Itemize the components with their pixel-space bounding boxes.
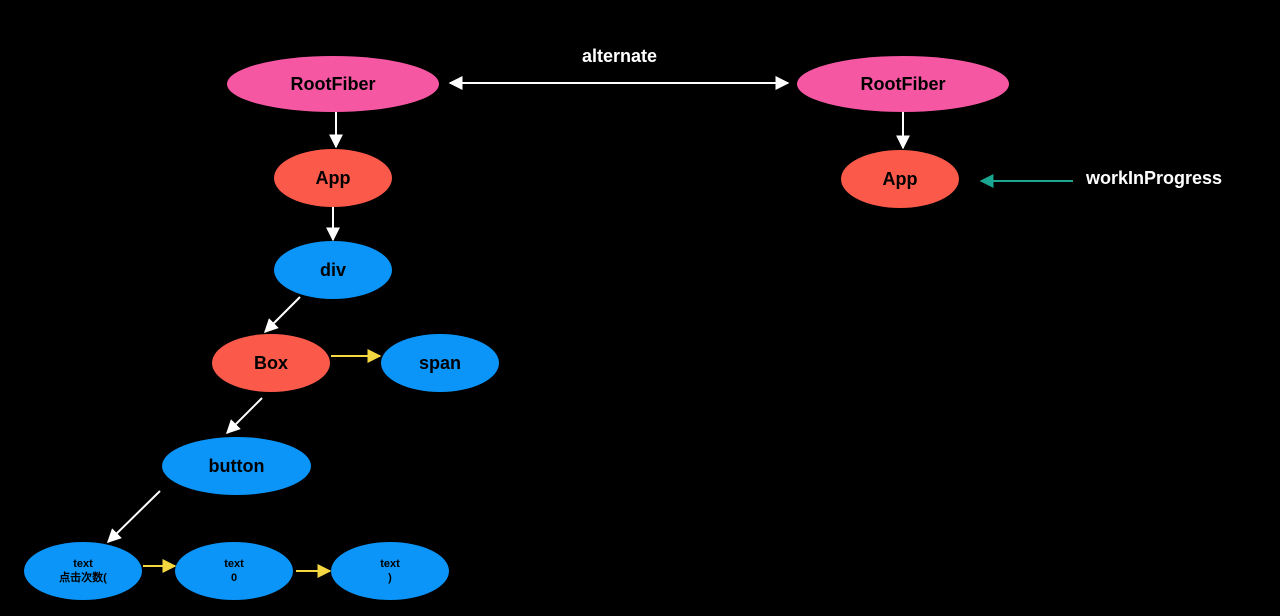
node-value: 0 bbox=[230, 572, 238, 584]
node-label: RootFiber bbox=[860, 74, 946, 94]
node-label: Box bbox=[253, 353, 288, 373]
edge-button-text bbox=[107, 490, 161, 543]
app-node: App bbox=[274, 149, 392, 207]
div-node: div bbox=[274, 241, 392, 299]
node-value: ) bbox=[388, 572, 392, 584]
box-node: Box bbox=[212, 334, 330, 392]
text-node-click-count: text 点击次数( bbox=[24, 542, 142, 600]
node-label: text bbox=[73, 558, 93, 570]
edge-box-button bbox=[226, 397, 263, 434]
app-node-alternate: App bbox=[841, 150, 959, 208]
text-node-paren: text ) bbox=[331, 542, 449, 600]
span-node: span bbox=[381, 334, 499, 392]
node-label: text bbox=[380, 558, 400, 570]
alternate-label: alternate bbox=[582, 46, 658, 66]
rootfiber-node: RootFiber bbox=[227, 56, 439, 112]
node-label: RootFiber bbox=[290, 74, 376, 94]
rootfiber-node-alternate: RootFiber bbox=[797, 56, 1009, 112]
node-value: 点击次数( bbox=[59, 572, 107, 584]
node-label: div bbox=[319, 260, 346, 280]
node-label: App bbox=[315, 168, 351, 188]
node-label: button bbox=[208, 456, 265, 476]
node-label: span bbox=[418, 353, 461, 373]
edge-div-box bbox=[264, 296, 301, 333]
node-label: text bbox=[224, 558, 244, 570]
node-label: App bbox=[882, 169, 918, 189]
text-node-zero: text 0 bbox=[175, 542, 293, 600]
workinprogress-label: workInProgress bbox=[1086, 168, 1223, 188]
button-node: button bbox=[162, 437, 311, 495]
